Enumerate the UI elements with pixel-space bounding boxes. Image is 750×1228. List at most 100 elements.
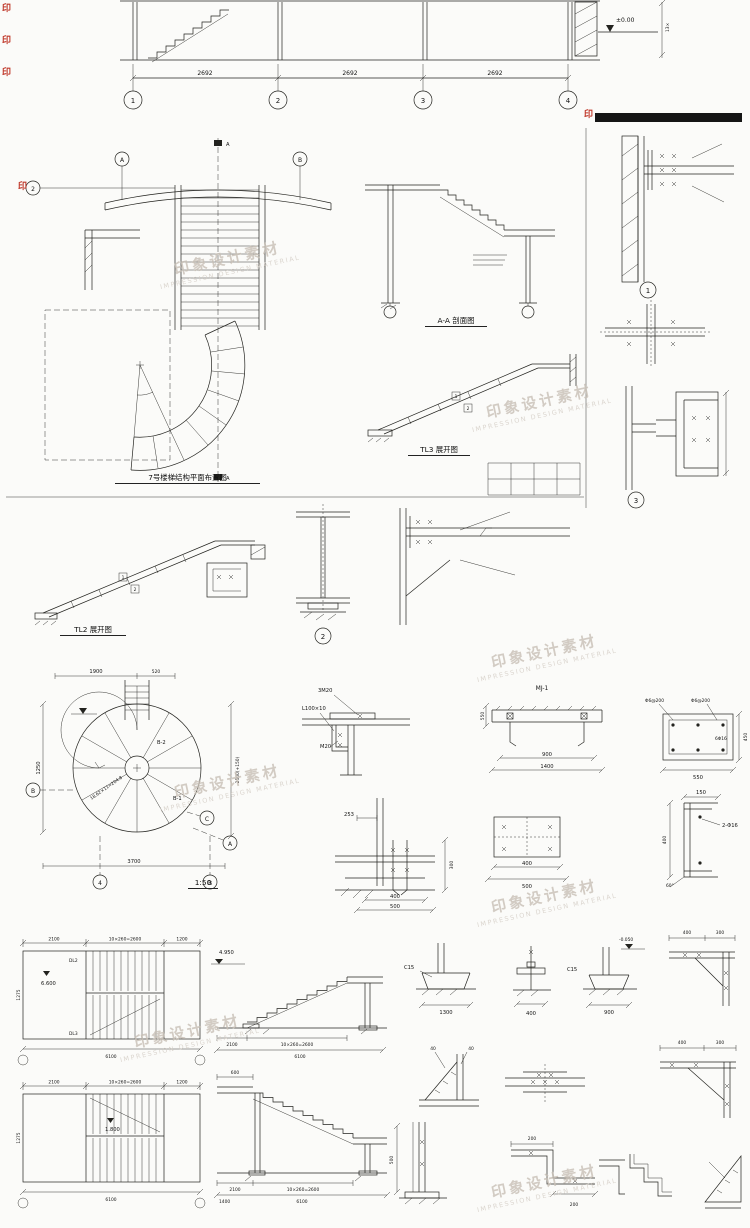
linework <box>17 1082 206 1209</box>
riser-note: 13× <box>665 22 671 32</box>
dim-label: 550 <box>480 712 486 721</box>
seal-stamp: 印 <box>2 4 12 14</box>
mark-label: 2 <box>467 406 470 412</box>
axis-bubble-label: C <box>205 816 209 823</box>
tl2-elevation: 1 2 <box>34 540 266 626</box>
dim-label: 400 <box>662 836 668 845</box>
gusset-detail <box>704 1154 742 1209</box>
corner-detail-1: 400 300 <box>668 930 736 1006</box>
anchor-bolt-detail: 253 400 500 300 <box>335 798 455 914</box>
footing-detail-2: C15 -0.050 900 <box>567 937 645 1016</box>
level-label: 4.950 <box>219 950 234 956</box>
linework <box>668 935 736 1006</box>
dim-label: 300 <box>716 930 725 936</box>
linework <box>625 386 730 509</box>
footing-bolt-detail: 400 <box>513 946 551 1017</box>
dim-label: 500 <box>522 884 532 890</box>
linework <box>704 1154 742 1209</box>
linework <box>419 1051 479 1107</box>
rebar-section: Φ6@200 Φ6@200 6Φ16 550 450 <box>645 698 749 781</box>
dim-label: 10×260=2600 <box>109 937 142 943</box>
dim-label: 6100 <box>105 1197 116 1203</box>
dim-label: 400 <box>683 930 692 936</box>
linework <box>482 702 606 774</box>
axis-bubble-label: A <box>228 841 233 848</box>
axis-bubble-label: 3 <box>421 97 425 105</box>
dim-label: 1200 <box>176 1080 187 1086</box>
dim-label: 520 <box>152 669 161 675</box>
dim-label: 6100 <box>296 1199 307 1205</box>
seal-stamp: 印 <box>18 182 28 192</box>
linework <box>629 1154 672 1197</box>
linework <box>666 793 722 888</box>
dim-label: 2692 <box>342 70 357 77</box>
mark-label: 2 <box>134 587 137 593</box>
dim-label: 6100 <box>105 1054 116 1060</box>
axis-bubble-label: A <box>120 157 125 164</box>
spiral-scale: 1:50 <box>188 878 218 890</box>
dim-label: 400 <box>522 861 532 867</box>
rebar-label: 2-Φ16 <box>722 823 738 829</box>
linework <box>367 354 577 443</box>
linework <box>302 694 410 776</box>
stair-section-2: 600 2100 10×260=2600 6100 1400 <box>213 1070 391 1205</box>
dim-label: 40 <box>430 1046 436 1052</box>
angle-label: 60° <box>666 883 674 889</box>
dim-label: 1900 <box>89 669 102 675</box>
dim-label: 10×260=2600 <box>281 1042 314 1048</box>
dim-label: 2692 <box>487 70 502 77</box>
linework <box>25 138 332 482</box>
stair-section-1: 4.950 2100 10×260=2600 6100 <box>211 950 387 1060</box>
axis-bubble-label: B <box>208 880 212 887</box>
detail-number: 3 <box>634 497 638 505</box>
linework <box>34 540 266 626</box>
callout-label: M20 <box>320 744 331 750</box>
linework <box>510 1141 625 1198</box>
linework <box>120 0 666 110</box>
rebar-label: Φ6@200 <box>691 698 710 704</box>
splice-detail <box>505 1064 585 1104</box>
step-profile-detail <box>629 1154 672 1197</box>
dim-label: 900 <box>604 1010 614 1016</box>
linework <box>658 703 743 774</box>
level-label: 1.800 <box>105 1127 120 1133</box>
dim-label: 200 <box>570 1202 579 1208</box>
rebar-label: Φ6@200 <box>645 698 664 704</box>
detail-number: 2 <box>321 633 325 641</box>
dim-label: 550 <box>693 775 703 781</box>
dim-label: 600 <box>231 1070 240 1076</box>
dim-label: 1275 <box>16 989 22 1000</box>
dim-label: 2100 <box>229 1187 240 1193</box>
dim-label: 1400 <box>540 764 553 770</box>
detail-number: 1 <box>646 287 650 295</box>
flight-label: B-2 <box>157 740 166 746</box>
dim-label: 400 <box>390 894 400 900</box>
channel-detail: 150 2-Φ16 400 60° <box>662 790 738 889</box>
material-label: C15 <box>404 965 414 971</box>
linework <box>213 1074 391 1199</box>
dim-label: 450 <box>743 733 749 742</box>
detail-1: 1 <box>621 135 734 299</box>
dim-label: 253 <box>344 812 354 818</box>
level-label: -0.050 <box>619 937 633 943</box>
beam-label: DL2 <box>69 958 78 964</box>
section-flag-label: A <box>226 476 230 482</box>
linework <box>17 939 206 1066</box>
section-aa-title: A-A 剖面图 <box>425 316 487 328</box>
dim-label: 3700 <box>127 859 140 865</box>
callout-label: L100×10 <box>302 706 326 712</box>
dim-label: 400 <box>526 1011 536 1017</box>
title-bar <box>595 113 742 122</box>
linework <box>621 135 734 299</box>
spiral-stair-plan: B-2 B-1 18.62×11=204.8 1900 520 3700 125… <box>25 669 241 890</box>
dim-label: 2500(+150) <box>235 756 241 783</box>
linework <box>583 944 645 1009</box>
dim-label: 200 <box>528 1136 537 1142</box>
linework <box>505 1064 585 1104</box>
seal-stamp: 印 <box>584 110 594 120</box>
beam-connection-details: 2 <box>296 504 570 645</box>
mark-label: 1 <box>122 575 125 581</box>
section-aa <box>365 184 555 319</box>
linework <box>393 1122 447 1205</box>
